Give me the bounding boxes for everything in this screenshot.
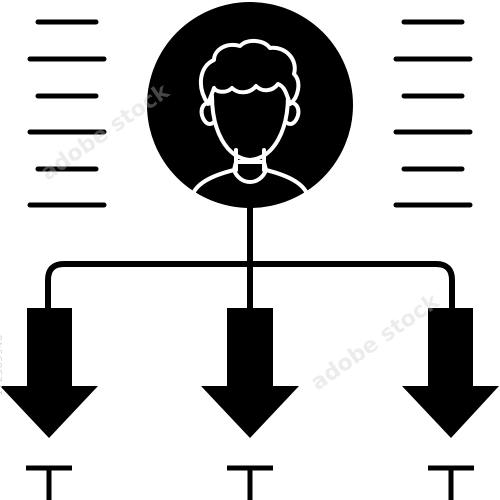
left-text-lines <box>27 19 107 208</box>
right-text-lines <box>393 19 473 208</box>
bottom-markers <box>26 465 474 500</box>
avatar-circle <box>147 2 353 208</box>
down-arrow-icon-center <box>201 308 299 438</box>
person-avatar-icon <box>147 2 353 208</box>
shirt-collar <box>232 168 268 184</box>
hair <box>198 39 301 106</box>
down-arrows <box>0 308 499 438</box>
right-ear <box>284 101 301 126</box>
down-arrow-icon-right <box>402 308 499 438</box>
face <box>210 94 290 163</box>
down-arrow-icon-left <box>0 308 98 438</box>
connector-lines <box>45 204 455 312</box>
branch-line <box>45 261 455 312</box>
